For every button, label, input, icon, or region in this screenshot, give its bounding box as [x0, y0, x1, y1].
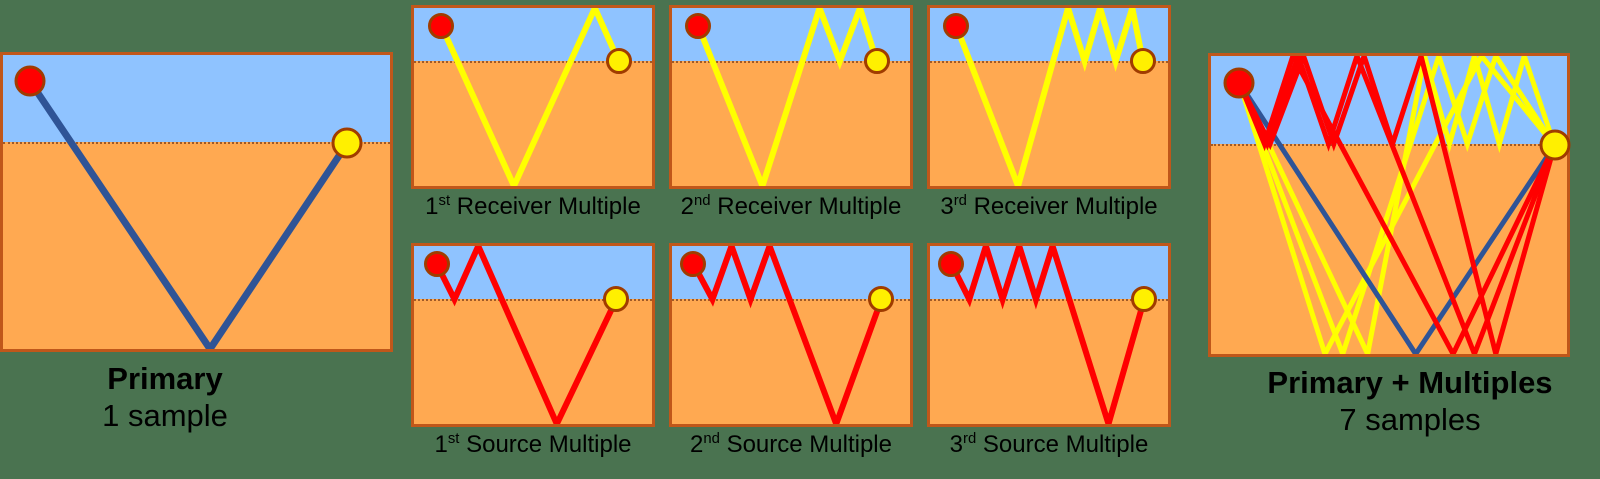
ordinal-suffix: rd: [953, 193, 967, 209]
ordinal: 1: [425, 193, 439, 220]
water-layer: [672, 246, 910, 299]
combined-receiver-multiple-3-ray: [1239, 56, 1554, 354]
combined-subtitle: 7 samples: [1339, 402, 1481, 437]
source-dot: [14, 65, 46, 97]
ordinal: 3: [949, 431, 964, 458]
caption-1st-receiver-multiple: 1st Receiver Multiple: [411, 192, 655, 222]
combined-title: Primary + Multiples: [1267, 365, 1553, 400]
receiver-dot: [331, 127, 363, 159]
source-dot: [428, 12, 455, 39]
receiver-multiple-2-raypaths: [672, 8, 910, 186]
subsurface-layer: [414, 298, 652, 424]
primary-title: Primary: [107, 361, 223, 396]
receiver-dot: [1539, 129, 1571, 161]
caption-label: Receiver Multiple: [710, 193, 902, 220]
caption-label: Receiver Multiple: [966, 193, 1158, 220]
ordinal-suffix: st: [447, 431, 460, 447]
caption-primary: Primary 1 sample: [0, 360, 330, 434]
combined-source-multiple-2-ray: [1239, 56, 1554, 354]
cell-receiver-multiple-2: 2nd Receiver Multiple: [669, 5, 913, 222]
receiver-multiples-row: 1st Receiver Multiple 2nd Receiver Multi…: [411, 5, 1171, 222]
ordinal: 2: [680, 193, 695, 220]
cell-source-multiple-2: 2nd Source Multiple: [669, 243, 913, 460]
combined-receiver-multiple-2-ray: [1239, 56, 1554, 354]
receiver-dot: [1131, 286, 1158, 313]
caption-label: Source Multiple: [719, 431, 892, 458]
cell-receiver-multiple-3: 3rd Receiver Multiple: [927, 5, 1171, 222]
source-dot: [423, 250, 450, 277]
receiver-dot: [863, 48, 890, 75]
source-dot: [1223, 67, 1255, 99]
ordinal-suffix: rd: [963, 431, 977, 447]
source-dot: [938, 250, 965, 277]
source-multiple-2-raypaths: [672, 246, 910, 424]
receiver-multiple-3-ray: [956, 8, 1143, 186]
subsurface-layer: [414, 60, 652, 186]
receiver-multiple-1-ray: [441, 8, 618, 186]
primary-raypaths: [3, 55, 390, 349]
receiver-dot: [868, 286, 895, 313]
caption-3rd-receiver-multiple: 3rd Receiver Multiple: [927, 192, 1171, 222]
ordinal: 3: [940, 193, 954, 220]
ordinal-suffix: nd: [694, 193, 711, 209]
panel-3rd-source-multiple: [927, 243, 1171, 427]
cell-source-multiple-3: 3rd Source Multiple: [927, 243, 1171, 460]
receiver-multiple-3-raypaths: [930, 8, 1168, 186]
caption-1st-source-multiple: 1st Source Multiple: [411, 430, 655, 460]
ordinal-suffix: nd: [703, 431, 720, 447]
combined-receiver-multiple-1-ray: [1239, 56, 1554, 354]
source-multiple-3-ray: [951, 246, 1144, 424]
panel-2nd-receiver-multiple: [669, 5, 913, 189]
panel-primary: [0, 52, 393, 352]
source-multiple-1-ray: [437, 246, 617, 424]
combined-raypaths: [1211, 56, 1567, 354]
caption-label: Receiver Multiple: [450, 193, 641, 220]
panel-1st-receiver-multiple: [411, 5, 655, 189]
panel-primary-plus-multiples: [1208, 53, 1571, 357]
panel-1st-source-multiple: [411, 243, 655, 427]
caption-2nd-source-multiple: 2nd Source Multiple: [669, 430, 913, 460]
caption-primary-plus-multiples: Primary + Multiples 7 samples: [1229, 364, 1591, 438]
water-layer: [3, 55, 390, 142]
panel-2nd-source-multiple: [669, 243, 913, 427]
source-multiple-2-ray: [693, 246, 881, 424]
caption-label: Source Multiple: [459, 431, 632, 458]
subsurface-layer: [672, 60, 910, 186]
source-dot: [680, 250, 707, 277]
receiver-dot: [605, 48, 632, 75]
source-dot: [685, 12, 712, 39]
primary-subtitle: 1 sample: [102, 398, 228, 433]
cell-source-multiple-1: 1st Source Multiple: [411, 243, 655, 460]
caption-3rd-source-multiple: 3rd Source Multiple: [927, 430, 1171, 460]
receiver-dot: [603, 286, 630, 313]
receiver-multiple-2-ray: [698, 8, 877, 186]
combined-source-multiple-3-ray: [1239, 56, 1554, 354]
source-multiples-row: 1st Source Multiple 2nd Source Multiple …: [411, 243, 1171, 460]
ordinal: 1: [434, 431, 448, 458]
combined-primary-ray: [1239, 83, 1554, 354]
source-dot: [943, 12, 970, 39]
receiver-dot: [1130, 48, 1156, 75]
panel-3rd-receiver-multiple: [927, 5, 1171, 189]
ordinal: 2: [690, 431, 704, 458]
primary-ray: [30, 81, 347, 349]
ordinal-suffix: st: [438, 193, 451, 209]
caption-label: Source Multiple: [976, 431, 1149, 458]
source-multiple-1-raypaths: [414, 246, 652, 424]
cell-receiver-multiple-1: 1st Receiver Multiple: [411, 5, 655, 222]
source-multiple-3-raypaths: [930, 246, 1168, 424]
caption-2nd-receiver-multiple: 2nd Receiver Multiple: [669, 192, 913, 222]
receiver-multiple-1-raypaths: [414, 8, 652, 186]
